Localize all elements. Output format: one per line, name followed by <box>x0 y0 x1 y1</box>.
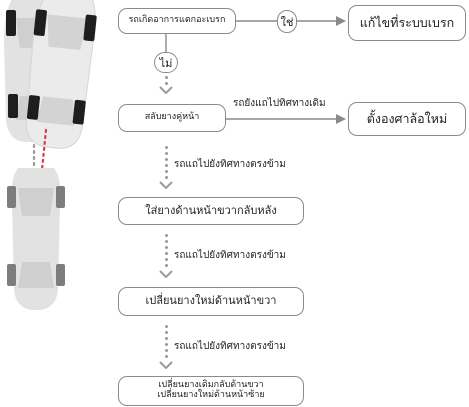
step-brake-issue: รถเกิดอาการแตกอะเบรก <box>118 8 236 34</box>
chevron-down-icon <box>159 181 173 189</box>
car-illustration <box>4 0 97 310</box>
result-wheel-alignment-label: ตั้งองศาล้อใหม่ <box>366 111 448 127</box>
step-swap-front-tires-label: สลับยางคู่หน้า <box>144 112 200 123</box>
step-front-right-to-rear-label: ใส่ยางด้านหน้าขวากลับหลัง <box>145 203 277 217</box>
label-opposite-1: รถแถไปยังทิศทางตรงข้าม <box>174 159 286 170</box>
step-swap-front-tires: สลับยางคู่หน้า <box>118 104 226 132</box>
chevron-down-icon <box>159 361 173 369</box>
top-car-rotated-icon <box>25 0 97 149</box>
decision-no: ไม่ <box>154 52 178 73</box>
label-still-same-side: รถยังแถไปทิศทางเดิม <box>233 98 326 109</box>
step-new-front-right-label: เปลี่ยนยางใหม่ด้านหน้าขวา <box>145 294 277 308</box>
step-final-swap: เปลี่ยนยางเดิมกลับด้านขวา เปลี่ยนยางใหม่… <box>118 376 304 406</box>
arrow-to-brake-fix <box>336 16 346 26</box>
result-brake-fix: แก้ไขที่ระบบเบรก <box>348 5 466 41</box>
label-opposite-2: รถแถไปยังทิศทางตรงข้าม <box>174 250 286 261</box>
label-opposite-3: รถแถไปยังทิศทางตรงข้าม <box>174 341 286 352</box>
arrow-to-alignment <box>336 114 346 124</box>
result-wheel-alignment: ตั้งองศาล้อใหม่ <box>348 102 466 136</box>
result-brake-fix-label: แก้ไขที่ระบบเบรก <box>359 15 455 31</box>
step-front-right-to-rear: ใส่ยางด้านหน้าขวากลับหลัง <box>118 197 304 225</box>
decision-yes: ใช่ <box>277 10 297 33</box>
chevron-down-icon <box>159 86 173 94</box>
bottom-car-icon <box>7 168 65 310</box>
step-brake-issue-label: รถเกิดอาการแตกอะเบรก <box>128 15 226 26</box>
step-new-front-right: เปลี่ยนยางใหม่ด้านหน้าขวา <box>118 287 304 316</box>
chevron-down-icon <box>159 270 173 278</box>
step-final-swap-line2: เปลี่ยนยางใหม่ด้านหน้าซ้าย <box>157 390 265 400</box>
step-final-swap-line1: เปลี่ยนยางเดิมกลับด้านขวา <box>158 380 264 391</box>
